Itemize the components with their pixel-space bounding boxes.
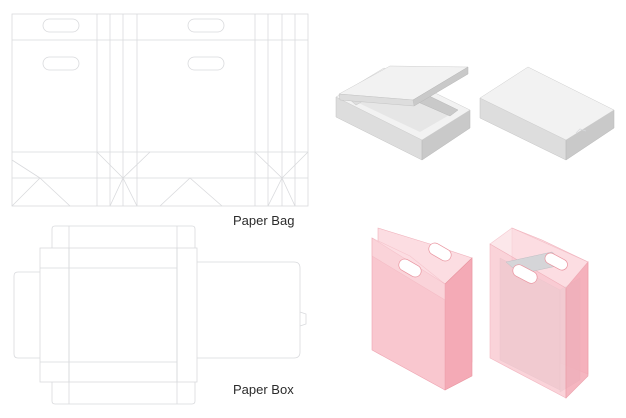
bag-handle-hole [428,242,452,262]
bag-gusset-diagonal [254,151,309,207]
box-top-flap [51,225,196,248]
bag-gusset-diagonal [96,151,151,207]
open-box-mockup [335,65,471,161]
bag-handle-cutout [42,18,80,33]
box-lid-tab [299,311,307,327]
bag-outline [11,13,309,207]
box-tuck-tab [575,128,587,134]
closed-bag-mockup [489,227,589,399]
bag-handle-cutout [42,56,80,71]
box-left-wall [39,247,70,383]
paper-bag-label: Paper Bag [233,213,295,228]
bag-gusset-diagonal [11,159,71,207]
box-right-wall [176,247,198,383]
bag-handle-hole [512,264,538,284]
paper-box-label: Paper Box [233,382,294,397]
open-bag-mockup [371,227,473,391]
bag-gusset-diagonal [159,177,223,207]
paper-bag-dieline [11,13,309,207]
closed-box-mockup [479,66,615,161]
box-lid-panel [197,261,301,359]
box-lid-top [479,66,615,141]
bag-handle-hole [544,252,568,271]
box-open-lid-edge [338,93,415,107]
bag-handle-hole [398,258,422,278]
bag-handle-cutout [187,18,225,33]
box-bottom-flap [51,382,196,405]
bag-handle-cutout [187,56,225,71]
box-left-tuck [13,271,40,359]
paper-box-dieline [13,225,307,405]
